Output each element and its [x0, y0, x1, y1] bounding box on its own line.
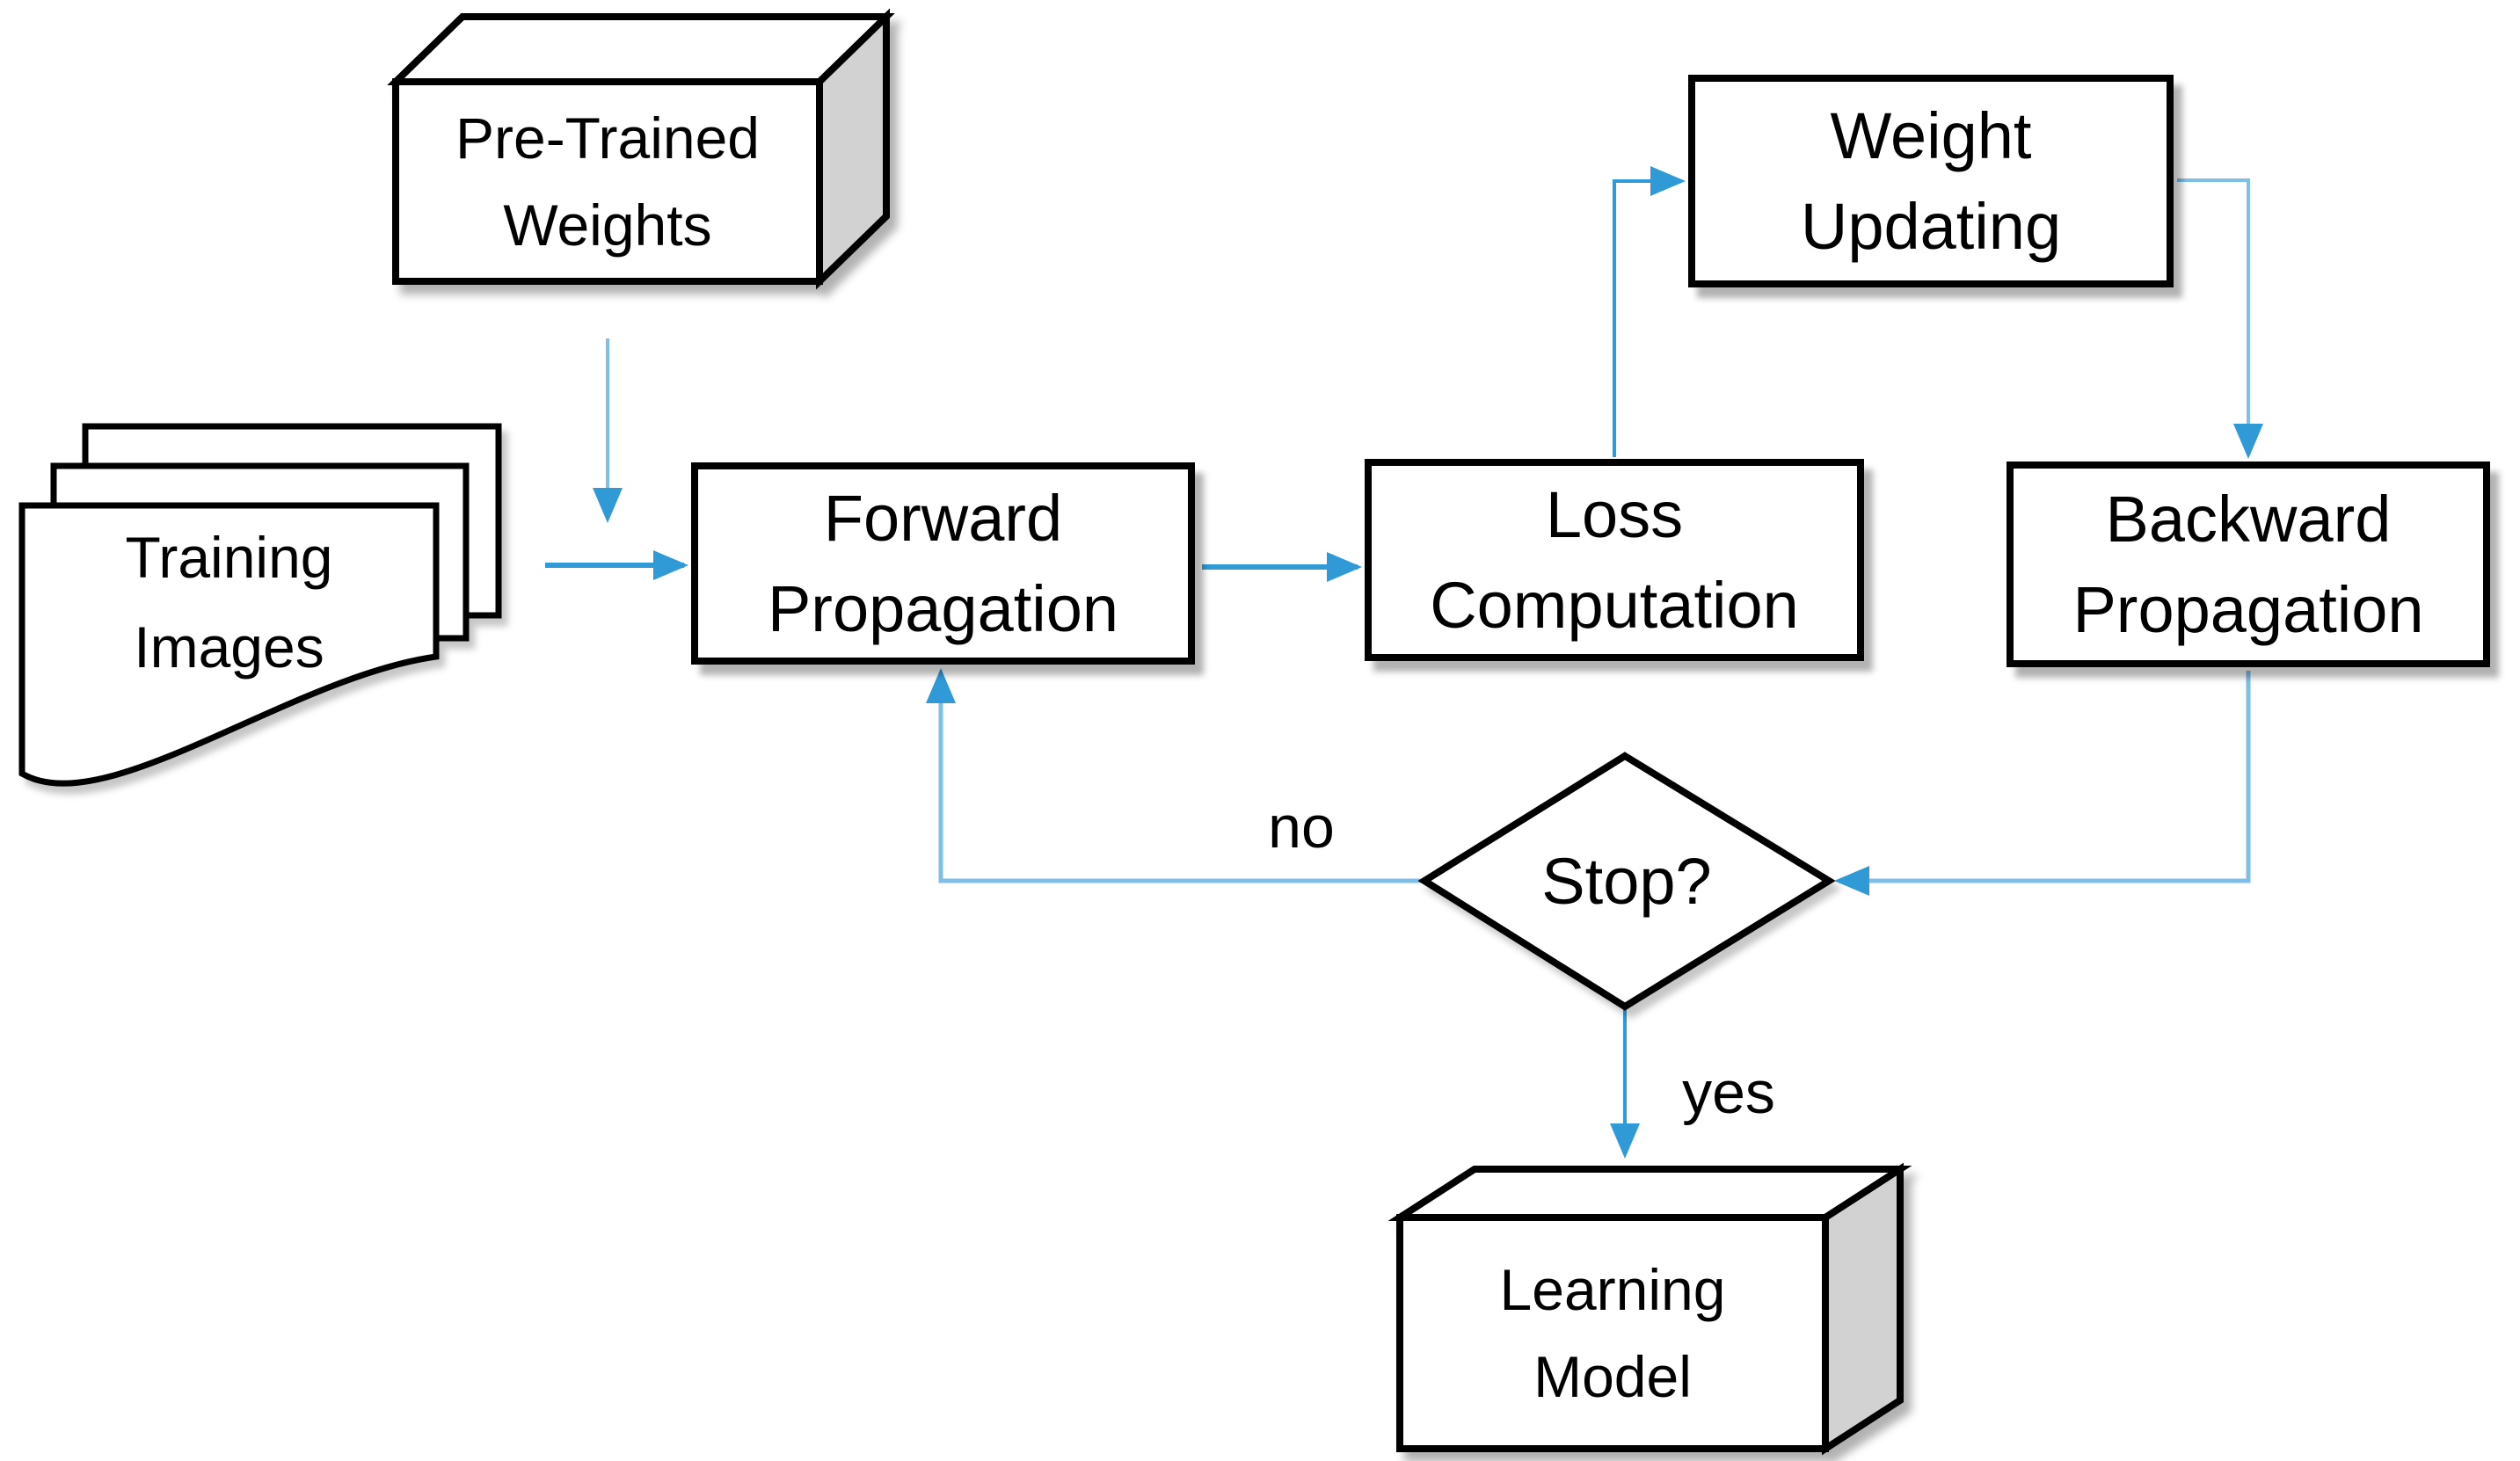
- edge-stop-no-to-forward-arrow: [926, 668, 1422, 883]
- cube-side-face: [1822, 1162, 1904, 1456]
- pretrained-weights-cube: [387, 8, 895, 290]
- node-label-line: Updating: [1800, 190, 2062, 263]
- node-label-line: Computation: [1430, 569, 1799, 642]
- node-label-line: Weight: [1830, 99, 2032, 172]
- stop-decision-diamond: [1417, 752, 1836, 1011]
- edge-backward-to-stop-arrow: [1834, 671, 2251, 896]
- node-label-line: Propagation: [767, 572, 1119, 645]
- node-label-line: Propagation: [2072, 573, 2424, 646]
- node-weight-updating: Weight Updating: [1688, 75, 2174, 287]
- cube-top-face: [1387, 1166, 1912, 1221]
- edge-weight-to-backward-arrow: [2177, 178, 2263, 459]
- training-images-stack: [18, 423, 502, 787]
- node-backward-propagation: Backward Propagation: [2007, 462, 2490, 667]
- document-page-front: [18, 502, 440, 787]
- node-loss-computation: Loss Computation: [1365, 459, 1864, 661]
- cube-front-face: [1396, 1214, 1829, 1452]
- node-label-line: Loss: [1545, 478, 1684, 551]
- cube-front-face: [392, 78, 823, 285]
- node-forward-propagation: Forward Propagation: [691, 462, 1195, 665]
- node-label-line: Forward: [823, 482, 1063, 555]
- cube-top-face: [387, 13, 895, 85]
- node-label-line: Backward: [2105, 483, 2392, 556]
- edge-loss-to-weight-arrow: [1613, 166, 1686, 457]
- diamond-shape: [1417, 752, 1836, 1011]
- learning-model-cube: [1387, 1162, 1912, 1456]
